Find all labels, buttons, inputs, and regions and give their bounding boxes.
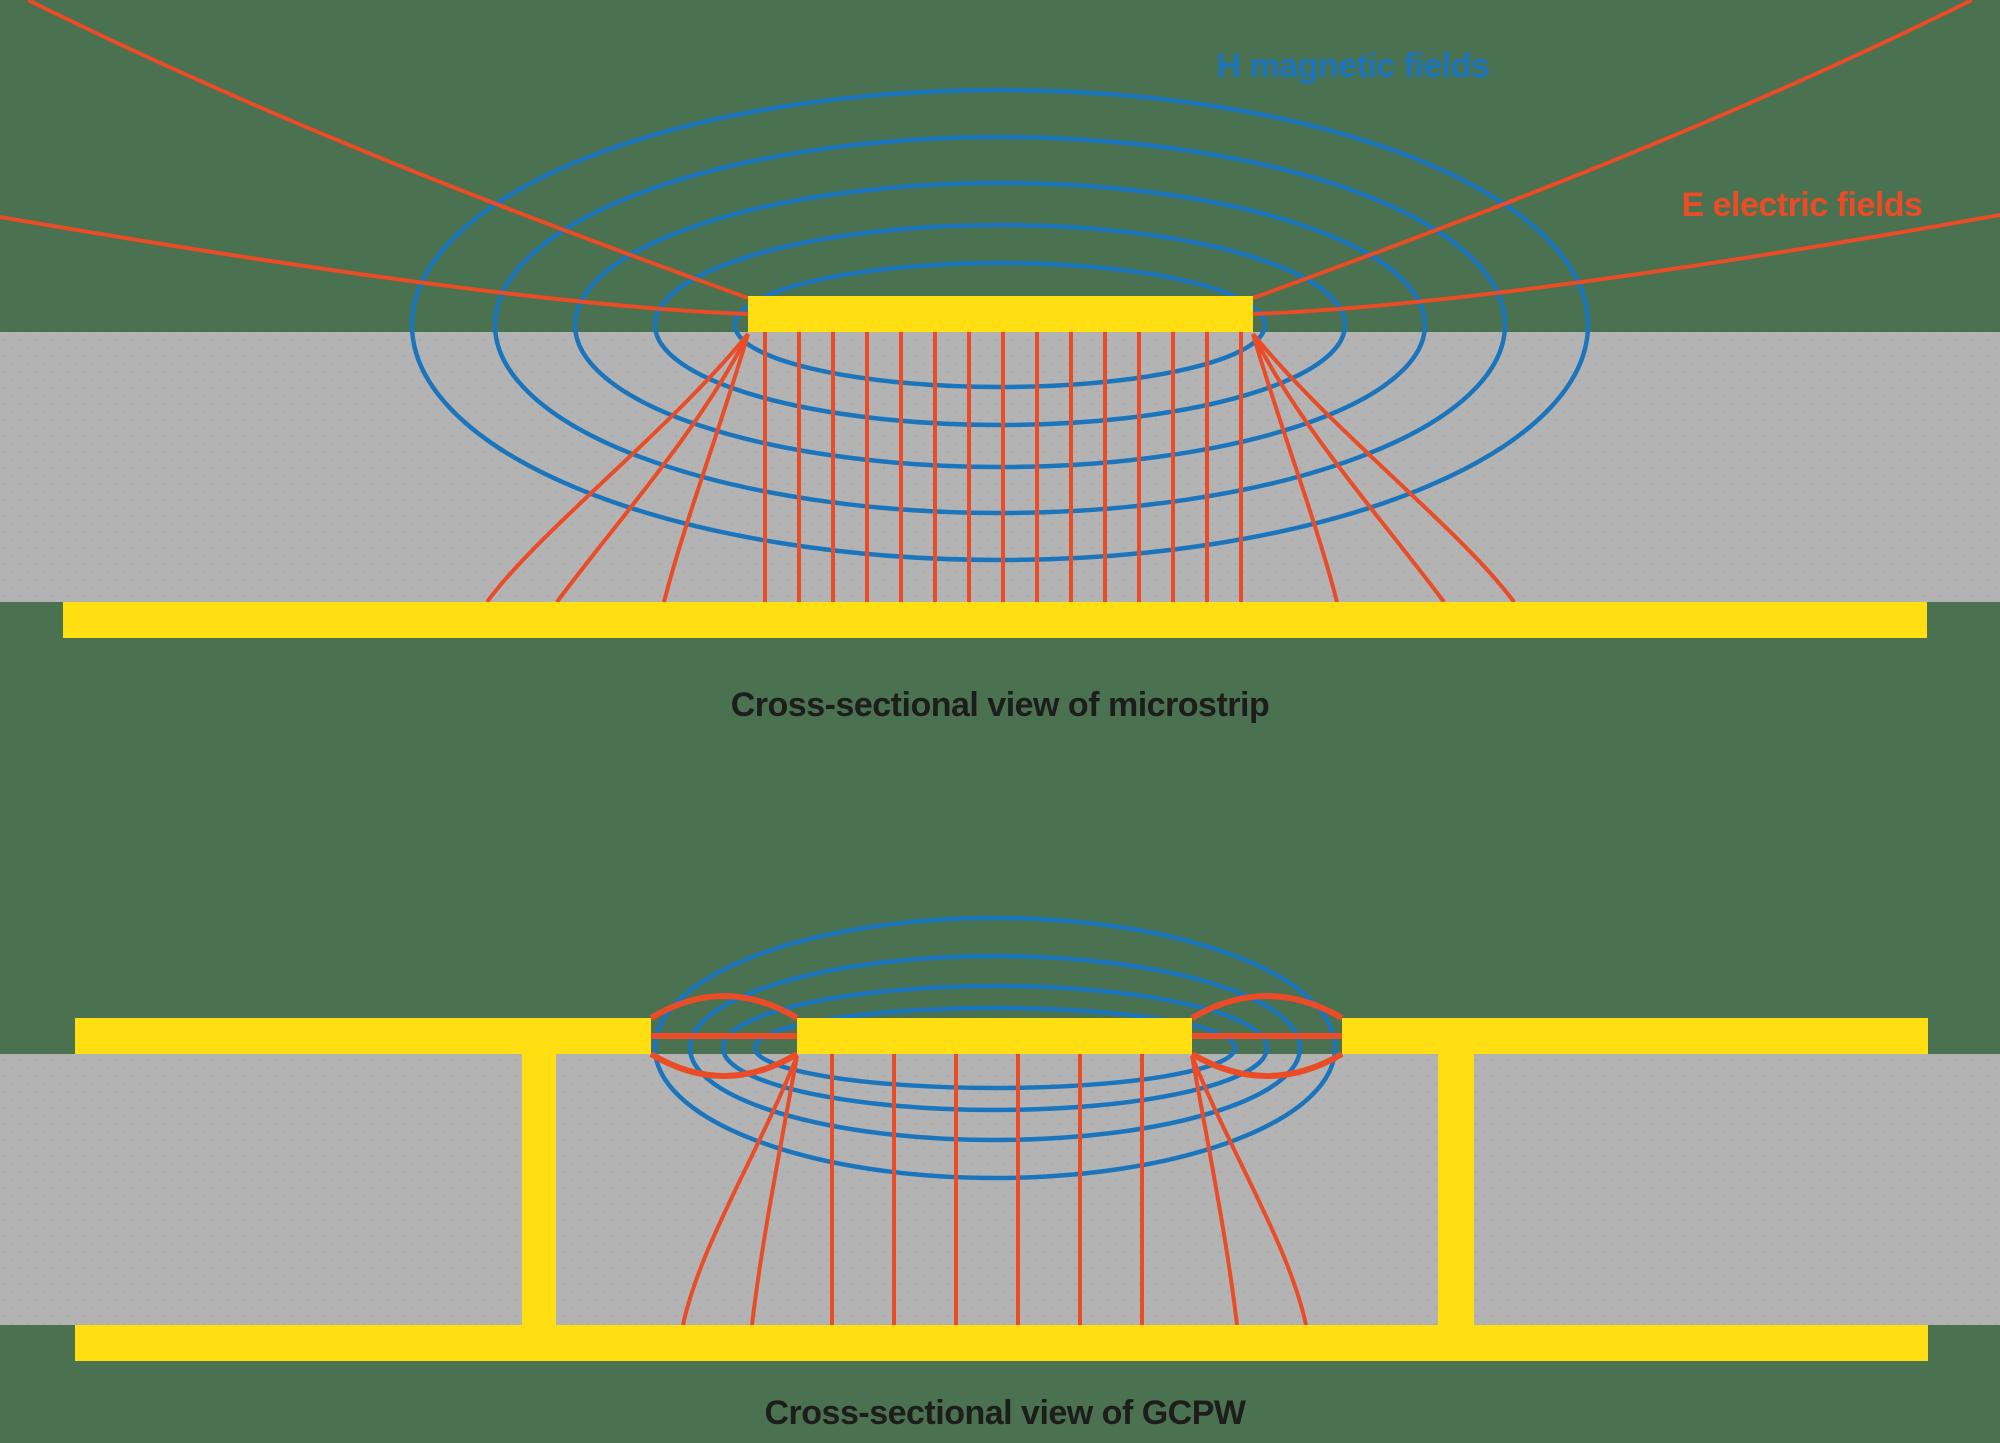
gcpw-title: Cross-sectional view of GCPW [765, 1394, 1247, 1432]
gcpw-e-field-lines [649, 993, 1344, 1326]
gcpw-via-left [522, 1054, 556, 1325]
gcpw-bottom-ground-plane [75, 1325, 1928, 1361]
gcpw-ground-right [1342, 1018, 1928, 1054]
microstrip-h-field-lines [409, 87, 1591, 563]
h-field-label: H magnetic fields [1216, 47, 1489, 85]
gcpw-ground-left [75, 1018, 651, 1054]
microstrip-ground-plane [63, 602, 1927, 638]
gcpw-via-right [1438, 1054, 1474, 1325]
e-field-label: E electric fields [1682, 186, 1923, 224]
gcpw-substrate-texture [0, 1054, 2000, 1325]
microstrip-title: Cross-sectional view of microstrip [731, 686, 1270, 724]
gcpw-diagram: Cross-sectional view of GCPW [0, 915, 2000, 1432]
gcpw-signal-trace [797, 1018, 1192, 1054]
microstrip-e-field-lines [0, 0, 2000, 604]
microstrip-signal-trace [748, 296, 1253, 332]
microstrip-diagram: H magnetic fields E electric fields Cros… [0, 0, 2000, 724]
gcpw-h-field-lines [652, 915, 1338, 1181]
